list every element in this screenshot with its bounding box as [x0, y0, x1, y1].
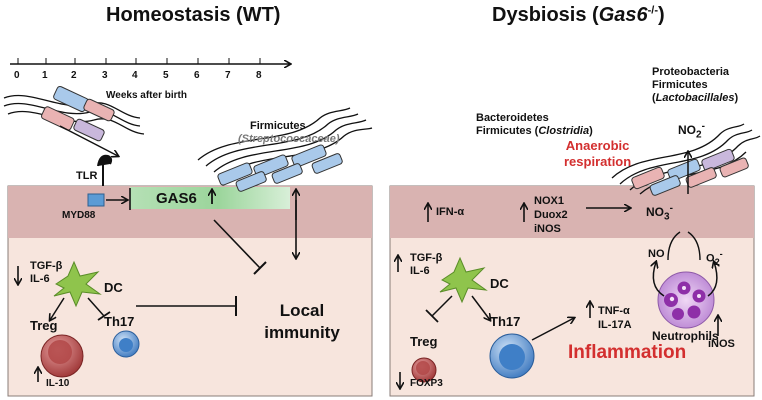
- close-paren: ): [589, 125, 593, 137]
- gas6-band: [130, 187, 290, 209]
- no2-label: NO2-: [678, 120, 705, 141]
- o2-sub: 2: [714, 256, 720, 267]
- lactobacillales-text: Lactobacillales: [655, 92, 735, 104]
- firmicutes-label: Firmicutes: [250, 120, 306, 132]
- no3-label: NO3-: [646, 202, 673, 223]
- no-label: NO: [648, 248, 665, 260]
- dc-cell-right: [439, 256, 488, 304]
- left-panel-title: Homeostasis (WT): [106, 4, 281, 26]
- firmicutes-bacteria: [197, 107, 373, 192]
- tick-label: 1: [42, 70, 48, 81]
- right-title-main: Dysbiosis (: [492, 4, 599, 26]
- bacteroidetes-line: Bacteroidetes: [476, 112, 549, 124]
- il10-label: IL-10: [46, 378, 70, 389]
- tick-label: 3: [102, 70, 108, 81]
- right-panel-title: Dysbiosis (Gas6-/-): [492, 4, 665, 27]
- il6-right-label: IL-6: [410, 265, 430, 277]
- dc-label: DC: [104, 280, 123, 295]
- o2-sup: -: [719, 249, 723, 259]
- no3-sup: -: [669, 203, 673, 214]
- nox1-text: NOX1: [534, 195, 564, 207]
- bacteroidetes-label: Bacteroidetes Firmicutes (Clostridia): [476, 112, 593, 138]
- tick-label: 5: [163, 70, 169, 81]
- tick-label: 2: [71, 70, 77, 81]
- myd88-box: [87, 193, 105, 207]
- lactobacillales-line: (Lactobacillales): [652, 92, 738, 105]
- anaerobic-line1: Anaerobic: [565, 138, 630, 153]
- local-immunity-label: Local immunity: [246, 300, 358, 344]
- o2-text: O: [706, 252, 715, 265]
- inflammation-label: Inflammation: [568, 342, 687, 363]
- local-immunity-line2: immunity: [264, 323, 340, 342]
- tick-label: 4: [132, 70, 138, 81]
- treg-label: Treg: [30, 318, 58, 333]
- myd88-label: MYD88: [62, 210, 96, 221]
- treg-right-label: Treg: [410, 334, 438, 349]
- il17-text: IL-17A: [598, 319, 632, 331]
- no3-sub: 3: [664, 211, 670, 223]
- th17-right-label: Th17: [490, 314, 521, 329]
- th17-label: Th17: [104, 314, 135, 329]
- o2-label: O2-: [706, 248, 723, 269]
- right-epithelium: [390, 186, 754, 238]
- inos-right-label: iNOS: [708, 338, 735, 350]
- timeline-axis: [10, 58, 290, 64]
- right-title-end: ): [658, 4, 665, 26]
- il6-label: IL-6: [30, 273, 50, 285]
- dc-cell-left: [53, 260, 102, 308]
- firmicutes-text: Firmicutes (: [476, 125, 539, 137]
- proteobacteria-line: Proteobacteria: [652, 66, 730, 78]
- tlr-receptor: [97, 154, 113, 186]
- tick-label: 8: [256, 70, 262, 81]
- anaerobic-line2: respiration: [564, 154, 632, 169]
- local-immunity-line1: Local: [279, 301, 325, 320]
- tick-label: 0: [14, 70, 20, 81]
- tnf-il17-label: TNF-α IL-17A: [598, 304, 632, 332]
- foxp3-label: FOXP3: [410, 378, 443, 389]
- tick-label: 7: [225, 70, 231, 81]
- duox2-text: Duox2: [534, 209, 568, 221]
- ifn-alpha-label: IFN-α: [436, 206, 465, 218]
- firmicutes-line: Firmicutes: [652, 79, 708, 91]
- tgf-beta-label: TGF-β: [30, 260, 63, 272]
- streptococcaceae-label: (Streptococcaceae): [238, 133, 340, 145]
- firmicutes-clostridia-line: Firmicutes (Clostridia): [476, 125, 593, 138]
- dysbiosis-bacteria: [611, 123, 761, 196]
- dc-right-label: DC: [490, 276, 509, 291]
- no2-text: NO: [678, 123, 696, 137]
- neutrophils-label: Neutrophils: [652, 329, 719, 343]
- no2-sub: 2: [696, 129, 702, 141]
- no3-text: NO: [646, 205, 664, 219]
- inos-top-text: iNOS: [534, 223, 561, 235]
- anaerobic-respiration-label: Anaerobic respiration: [564, 138, 631, 170]
- proteobacteria-label: Proteobacteria Firmicutes (Lactobacillal…: [652, 66, 738, 105]
- tlr-label: TLR: [76, 170, 98, 182]
- timeline-label: Weeks after birth: [106, 90, 187, 101]
- nox-duox-inos-label: NOX1 Duox2 iNOS: [534, 194, 568, 236]
- tick-label: 6: [194, 70, 200, 81]
- tnf-text: TNF-α: [598, 305, 630, 317]
- no2-sup: -: [701, 121, 705, 132]
- tgf-beta-right-label: TGF-β: [410, 252, 443, 264]
- clostridia-text: Clostridia: [538, 125, 590, 137]
- early-bacteria-cluster: [3, 85, 145, 156]
- right-title-sup: -/-: [647, 4, 659, 17]
- neutrophil-nucleus: [664, 281, 706, 320]
- gas6-label: GAS6: [156, 190, 197, 207]
- close-paren: ): [734, 92, 739, 104]
- right-title-gene: Gas6: [598, 4, 648, 26]
- open-paren: (: [652, 92, 656, 104]
